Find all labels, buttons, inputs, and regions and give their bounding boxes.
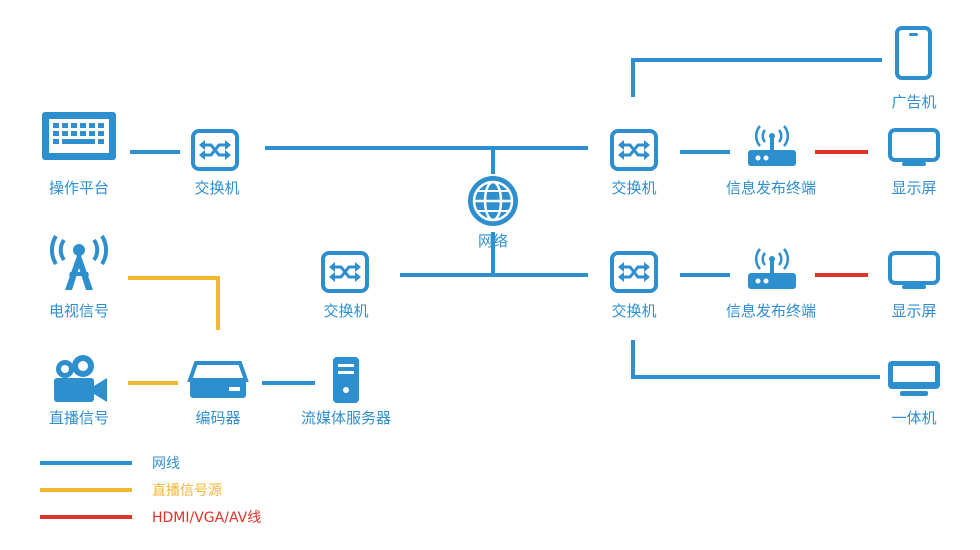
switch-icon bbox=[610, 129, 658, 171]
switch-icon bbox=[321, 251, 369, 293]
switch-icon bbox=[610, 251, 658, 293]
node-encoder: 编码器 bbox=[187, 361, 249, 427]
line-switch-all-in-one bbox=[631, 340, 880, 379]
legend-hdmi-label: HDMI/VGA/AV线 bbox=[152, 510, 261, 526]
router-icon bbox=[746, 247, 798, 291]
tablet-icon bbox=[895, 26, 932, 80]
node-tv-signal: 电视信号 bbox=[49, 234, 109, 320]
all-in-one-pc-icon bbox=[888, 361, 940, 396]
monitor-icon bbox=[888, 128, 940, 168]
node-switch-mid: 交换机 bbox=[321, 251, 369, 320]
node-switch-right-top: 交换机 bbox=[610, 129, 658, 197]
node-publisher-top: 信息发布终端 bbox=[726, 124, 816, 197]
display-top-label: 显示屏 bbox=[891, 179, 936, 197]
streaming-server-label: 流媒体服务器 bbox=[301, 409, 391, 427]
encoder-label: 编码器 bbox=[195, 409, 240, 427]
connections bbox=[128, 58, 882, 385]
router-icon bbox=[746, 124, 798, 168]
node-display-top: 显示屏 bbox=[888, 128, 940, 197]
node-switch-left: 交换机 bbox=[191, 129, 240, 197]
video-camera-icon bbox=[54, 355, 107, 402]
tv-signal-label: 电视信号 bbox=[49, 302, 109, 320]
all-in-one-label: 一体机 bbox=[891, 409, 936, 427]
line-tv-signal-encoder bbox=[128, 276, 220, 330]
switch-icon bbox=[191, 129, 239, 171]
switch-right-top-label: 交换机 bbox=[611, 179, 656, 197]
live-signal-label: 直播信号 bbox=[49, 409, 109, 427]
node-network: 网络 bbox=[468, 176, 518, 250]
node-publisher-bottom: 信息发布终端 bbox=[726, 247, 816, 320]
console-label: 操作平台 bbox=[49, 179, 109, 197]
legend-network-label: 网线 bbox=[152, 456, 180, 472]
line-switch-ad-machine bbox=[631, 58, 882, 97]
globe-icon bbox=[468, 176, 518, 226]
encoder-device-icon bbox=[187, 361, 249, 398]
switch-right-bottom-label: 交换机 bbox=[611, 302, 656, 320]
network-label: 网络 bbox=[478, 232, 508, 250]
node-streaming-server: 流媒体服务器 bbox=[301, 357, 391, 427]
keyboard-icon bbox=[42, 112, 116, 160]
node-console: 操作平台 bbox=[42, 112, 116, 197]
node-all-in-one: 一体机 bbox=[888, 361, 940, 427]
publisher-bottom-label: 信息发布终端 bbox=[726, 302, 816, 320]
legend: 网线 直播信号源 HDMI/VGA/AV线 bbox=[40, 456, 261, 526]
server-icon bbox=[333, 357, 359, 403]
monitor-icon bbox=[888, 251, 940, 291]
publisher-top-label: 信息发布终端 bbox=[726, 179, 816, 197]
broadcast-tower-icon bbox=[49, 234, 109, 290]
node-ad-machine: 广告机 bbox=[891, 26, 937, 111]
node-display-bottom: 显示屏 bbox=[888, 251, 940, 320]
switch-mid-label: 交换机 bbox=[323, 302, 368, 320]
node-live-signal: 直播信号 bbox=[49, 355, 109, 427]
ad-machine-label: 广告机 bbox=[891, 93, 936, 111]
switch-left-label: 交换机 bbox=[194, 179, 239, 197]
legend-signal-label: 直播信号源 bbox=[152, 482, 222, 499]
display-bottom-label: 显示屏 bbox=[891, 302, 936, 320]
node-switch-right-bottom: 交换机 bbox=[610, 251, 658, 320]
